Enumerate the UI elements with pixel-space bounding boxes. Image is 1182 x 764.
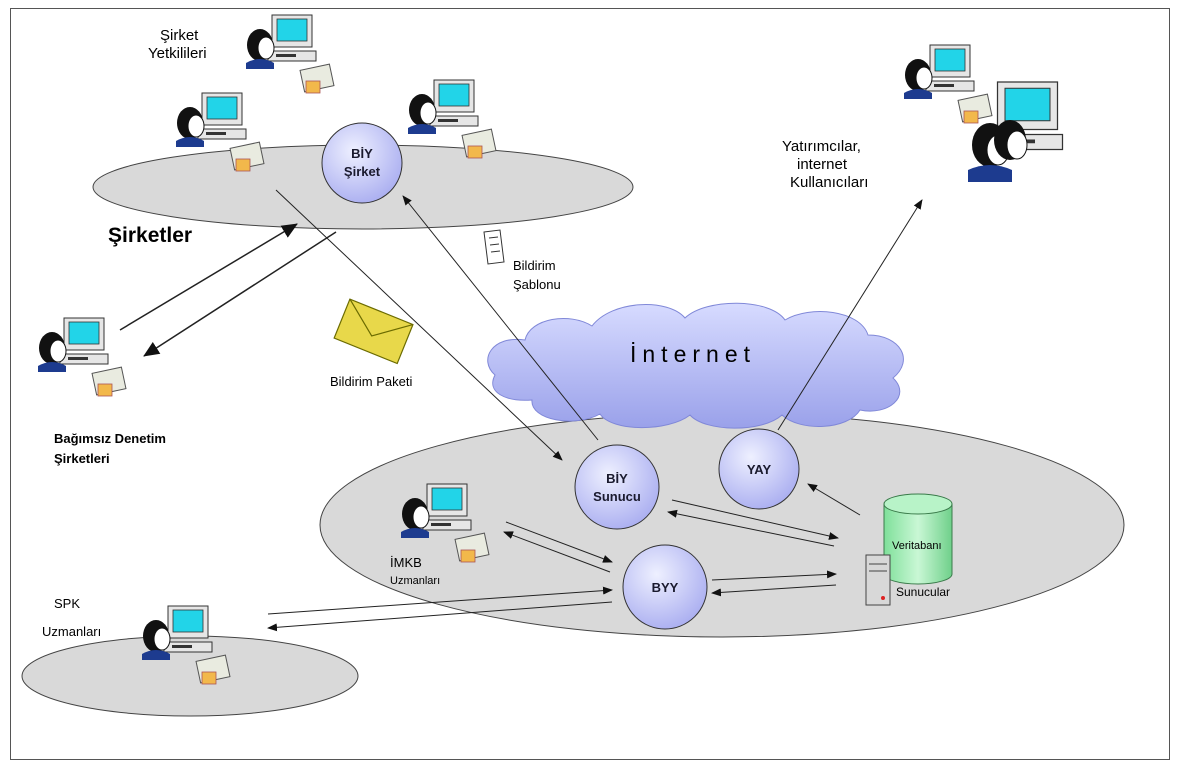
svg-text:Şirket: Şirket [344, 164, 381, 179]
bagimsiz-label-1: Bağımsız Denetim [54, 431, 166, 446]
database-icon: Veritabanı [883, 493, 953, 585]
svg-text:BYY: BYY [652, 580, 679, 595]
workstation-bagimsiz [37, 317, 127, 397]
yatirimcilar-label-1: Yatırımcılar, [782, 138, 861, 155]
sirket-yetkilileri-label-1: Şirket [160, 27, 199, 44]
spk-label-1: SPK [54, 596, 80, 611]
yatirimcilar-label-3: Kullanıcıları [790, 174, 868, 191]
svg-text:BİY: BİY [351, 146, 373, 161]
veritabani-label: Veritabanı [892, 540, 942, 552]
spk-label-2: Uzmanları [42, 624, 101, 639]
sunucular-label: Sunucular [896, 585, 950, 599]
envelope-icon [333, 298, 414, 365]
bildirim-paketi-label: Bildirim Paketi [330, 374, 412, 389]
workstation-investors [903, 44, 1064, 182]
svg-text:YAY: YAY [747, 462, 772, 477]
node-yay: YAY [718, 428, 800, 510]
node-byy: BYY [622, 544, 708, 630]
svg-text:Sunucu: Sunucu [593, 489, 641, 504]
sirketler-label: Şirketler [108, 224, 192, 247]
node-biy-sunucu: BİY Sunucu [574, 444, 660, 530]
bildirim-sablonu-label-1: Bildirim [513, 258, 556, 273]
server-icon: Sunucular [865, 554, 950, 606]
workstation-sirket-1 [245, 14, 335, 94]
arrows [119, 189, 923, 632]
imkb-label-1: İMKB [390, 555, 422, 570]
yatirimcilar-label-2: internet [797, 156, 848, 173]
node-biy-sirket: BİY Şirket [321, 122, 403, 204]
bagimsiz-label-2: Şirketleri [54, 451, 110, 466]
imkb-label-2: Uzmanları [390, 575, 440, 587]
internet-label: İnternet [630, 341, 756, 367]
svg-text:BİY: BİY [606, 471, 628, 486]
sirket-yetkilileri-label-2: Yetkilileri [148, 45, 207, 62]
bildirim-sablonu-label-2: Şablonu [513, 277, 561, 292]
internet-cloud: İnternet [487, 302, 904, 429]
scroll-icon [483, 229, 505, 265]
